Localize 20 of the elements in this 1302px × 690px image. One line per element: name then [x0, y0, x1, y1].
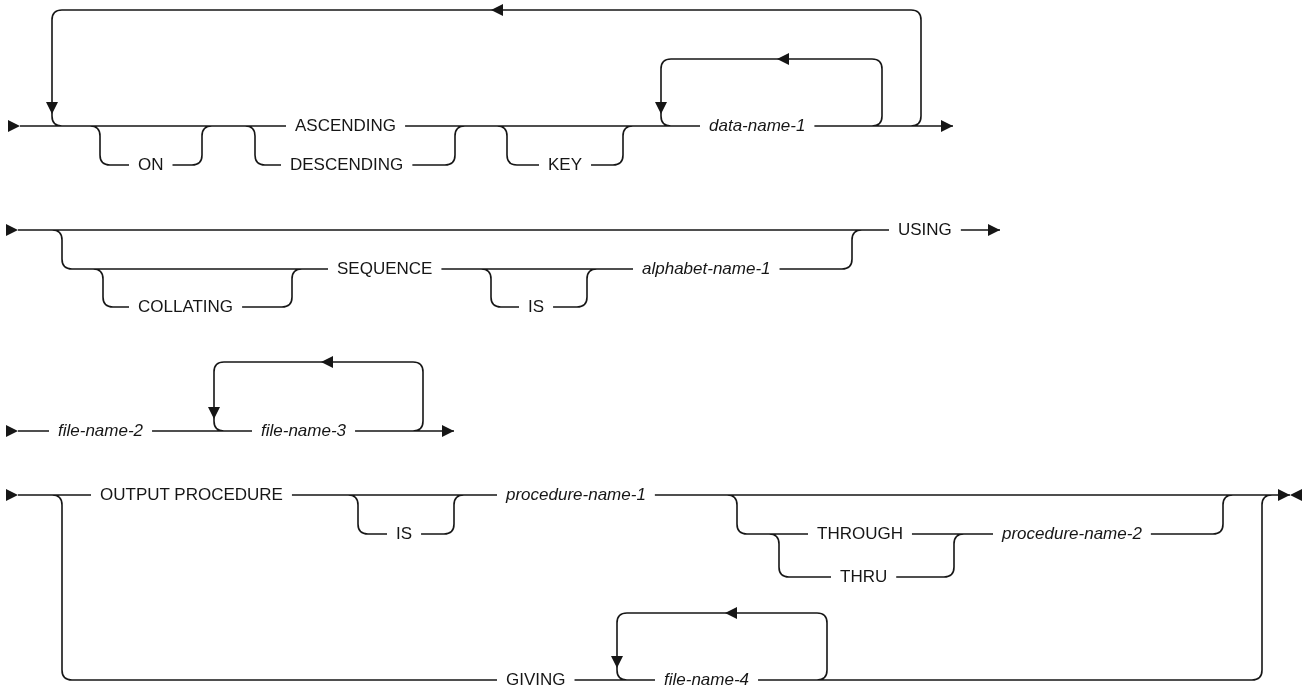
- syntax-keyword: DESCENDING: [290, 155, 404, 175]
- syntax-variable: file-name-3: [261, 421, 347, 441]
- syntax-keyword: ON: [138, 155, 164, 175]
- syntax-keyword: IS: [528, 297, 545, 317]
- syntax-variable: procedure-name-1: [506, 485, 646, 505]
- syntax-variable: data-name-1: [709, 116, 806, 136]
- syntax-keyword: ASCENDING: [295, 116, 397, 136]
- syntax-variable: file-name-4: [664, 670, 750, 690]
- syntax-variable: alphabet-name-1: [642, 259, 771, 279]
- syntax-keyword: KEY: [548, 155, 583, 175]
- syntax-variable: procedure-name-2: [1002, 524, 1142, 544]
- syntax-keyword: THRU: [840, 567, 888, 587]
- syntax-keyword: COLLATING: [138, 297, 234, 317]
- syntax-keyword: THROUGH: [817, 524, 903, 544]
- syntax-variable: file-name-2: [58, 421, 144, 441]
- syntax-keyword: GIVING: [506, 670, 566, 690]
- syntax-keyword: SEQUENCE: [337, 259, 433, 279]
- syntax-keyword: USING: [898, 220, 952, 240]
- syntax-keyword: IS: [396, 524, 413, 544]
- syntax-keyword: OUTPUT PROCEDURE: [100, 485, 283, 505]
